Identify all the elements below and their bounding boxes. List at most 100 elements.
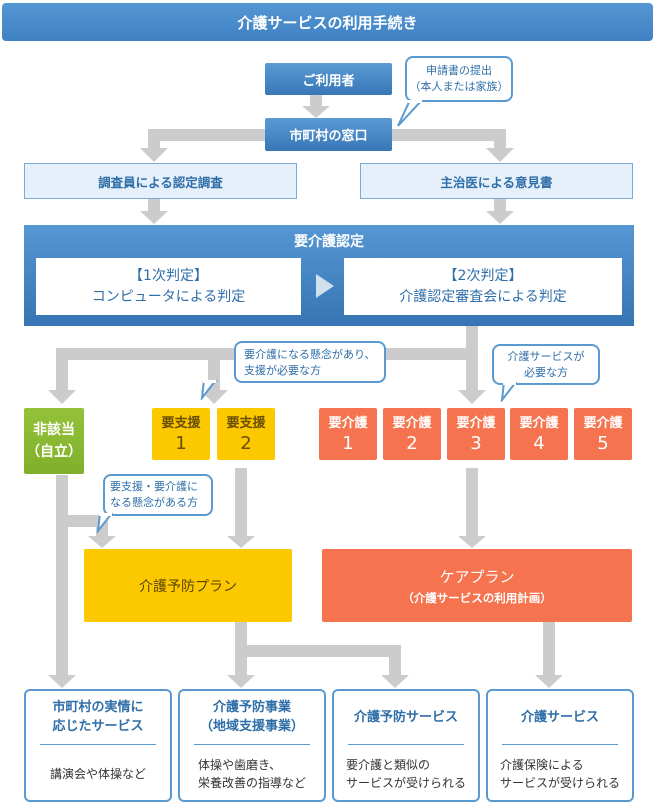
bubble-care-line1: 介護サービスが bbox=[507, 349, 585, 363]
arrow-to-local-service bbox=[48, 675, 76, 688]
arrow-to-care-service bbox=[535, 675, 563, 688]
service-local: 市町村の実情に応じたサービス 講演会や体操など bbox=[24, 689, 172, 802]
service-body-line: サービスが受けられる bbox=[499, 775, 620, 790]
level-care-5: 要介護 5 bbox=[574, 408, 632, 460]
level-care-label: 要介護 bbox=[519, 416, 559, 431]
level-independent: 非該当 （自立） bbox=[24, 408, 84, 474]
arrow-user-window bbox=[302, 106, 330, 118]
arrow-to-care bbox=[458, 390, 486, 404]
arrow-investigation-nintei bbox=[140, 211, 168, 224]
municipal-window-box: 市町村の窓口 bbox=[265, 118, 392, 151]
bubble-care-tail bbox=[500, 382, 518, 402]
arrow-to-prevention-plan bbox=[88, 536, 116, 548]
service-title-line: （地域支援事業） bbox=[199, 719, 304, 734]
divider bbox=[502, 744, 618, 745]
level-care-3: 要介護 3 bbox=[447, 408, 505, 460]
level-care-num: 3 bbox=[470, 433, 482, 454]
level-care-label: 要介護 bbox=[583, 416, 623, 431]
bubble-care-line2: 必要な方 bbox=[524, 365, 568, 379]
care-plan-title: ケアプラン bbox=[439, 567, 515, 586]
service-body-line: 介護保険による bbox=[499, 757, 584, 772]
bubble-prevention-line2: なる懸念がある方 bbox=[110, 496, 198, 509]
level-care-2: 要介護 2 bbox=[383, 408, 441, 460]
second-judgment-desc: 介護認定審査会による判定 bbox=[399, 288, 567, 305]
user-label: ご利用者 bbox=[302, 73, 355, 89]
first-judgment-box: 【1次判定】 コンピュータによる判定 bbox=[36, 258, 301, 315]
arrow-to-doctor bbox=[486, 148, 514, 162]
bubble-care-needed: 介護サービスが 必要な方 bbox=[492, 344, 600, 385]
service-body-line: サービスが受けられる bbox=[345, 775, 466, 790]
user-box: ご利用者 bbox=[265, 63, 392, 95]
bubble-application-tail bbox=[397, 100, 424, 127]
service-title-line: 介護サービス bbox=[520, 709, 599, 725]
level-care-4: 要介護 4 bbox=[510, 408, 568, 460]
service-title-line: 介護予防事業 bbox=[212, 700, 291, 715]
divider bbox=[348, 744, 464, 745]
bubble-prevention-risk: 要支援・要介護に なる懸念がある方 bbox=[103, 474, 213, 516]
second-judgment-label: 【2次判定】 bbox=[443, 267, 523, 284]
play-arrow-icon bbox=[316, 274, 334, 298]
level-support-label: 要支援 bbox=[226, 416, 266, 431]
arrow-to-support bbox=[200, 390, 228, 404]
municipal-window-label: 市町村の窓口 bbox=[289, 129, 368, 144]
level-support-num: 2 bbox=[240, 433, 252, 454]
first-judgment-desc: コンピュータによる判定 bbox=[91, 288, 246, 305]
connector-user-window bbox=[310, 95, 322, 107]
level-care-num: 1 bbox=[342, 433, 354, 454]
second-judgment-box: 【2次判定】 介護認定審査会による判定 bbox=[344, 258, 622, 315]
arrow-to-prevention-service bbox=[381, 675, 409, 688]
arrow-doctor-nintei bbox=[486, 211, 514, 224]
level-care-1: 要介護 1 bbox=[319, 408, 377, 460]
level-care-num: 4 bbox=[533, 433, 545, 454]
service-body-line: 講演会や体操など bbox=[49, 766, 146, 781]
level-care-num: 5 bbox=[597, 433, 609, 454]
level-independent-label: 非該当 bbox=[33, 422, 75, 438]
bubble-prevention-line1: 要支援・要介護に bbox=[110, 480, 198, 493]
page-title-text: 介護サービスの利用手続き bbox=[237, 13, 418, 32]
arrow-to-prevention-project bbox=[227, 675, 255, 688]
bubble-application-line1: 申請書の提出 bbox=[426, 64, 492, 77]
service-title-line: 市町村の実情に bbox=[52, 700, 144, 715]
service-prevention-project: 介護予防事業 （地域支援事業） 体操や歯磨き、栄養改善の指導など bbox=[178, 689, 326, 802]
prevention-plan-label: 介護予防プラン bbox=[139, 578, 237, 595]
certification-panel: 要介護認定 【1次判定】 コンピュータによる判定 【2次判定】 介護認定審査会に… bbox=[24, 225, 634, 326]
arrow-to-investigation bbox=[140, 148, 168, 162]
bubble-support-line2: 支援が必要な方 bbox=[244, 364, 321, 377]
care-plan-sub: （介護サービスの利用計画） bbox=[402, 590, 552, 605]
bubble-prevention-tail bbox=[96, 513, 114, 533]
connector-independent-down bbox=[56, 475, 68, 675]
divider bbox=[40, 744, 156, 745]
level-care-label: 要介護 bbox=[456, 416, 496, 431]
divider bbox=[194, 744, 310, 745]
care-plan-box: ケアプラン （介護サービスの利用計画） bbox=[322, 549, 632, 622]
level-care-label: 要介護 bbox=[392, 416, 432, 431]
service-prevention-service: 介護予防サービス 要介護と類似のサービスが受けられる bbox=[332, 689, 480, 802]
prevention-plan-box: 介護予防プラン bbox=[84, 549, 292, 622]
arrow-care-plan bbox=[458, 536, 486, 548]
doctor-opinion-label: 主治医による意見書 bbox=[440, 174, 553, 190]
service-body-line: 体操や歯磨き、 bbox=[197, 757, 282, 772]
certification-title: 要介護認定 bbox=[294, 234, 364, 250]
level-support-1: 要支援 1 bbox=[152, 408, 210, 460]
bubble-application: 申請書の提出 （本人または家族） bbox=[405, 56, 513, 102]
service-care-service: 介護サービス 介護保険によるサービスが受けられる bbox=[486, 689, 634, 802]
service-title-line: 応じたサービス bbox=[52, 719, 144, 734]
service-title-line: 介護予防サービス bbox=[353, 709, 458, 725]
level-support-2: 要支援 2 bbox=[217, 408, 275, 460]
arrow-support-plan bbox=[227, 536, 255, 548]
service-body-line: 栄養改善の指導など bbox=[197, 775, 306, 790]
doctor-opinion-box: 主治医による意見書 bbox=[360, 163, 633, 199]
investigation-box: 調査員による認定調査 bbox=[24, 163, 297, 199]
level-independent-sub: （自立） bbox=[26, 444, 82, 460]
bubble-support-needed: 要介護になる懸念があり、 支援が必要な方 bbox=[234, 341, 386, 383]
first-judgment-label: 【1次判定】 bbox=[129, 267, 208, 284]
bubble-support-line1: 要介護になる懸念があり、 bbox=[244, 348, 376, 361]
level-care-num: 2 bbox=[406, 433, 418, 454]
level-support-num: 1 bbox=[175, 433, 187, 454]
page-title: 介護サービスの利用手続き bbox=[2, 3, 653, 41]
bubble-application-line2: （本人または家族） bbox=[409, 80, 509, 93]
bubble-support-tail-shape bbox=[200, 380, 218, 400]
level-care-label: 要介護 bbox=[328, 416, 368, 431]
level-support-label: 要支援 bbox=[161, 416, 201, 431]
investigation-label: 調査員による認定調査 bbox=[98, 174, 223, 190]
